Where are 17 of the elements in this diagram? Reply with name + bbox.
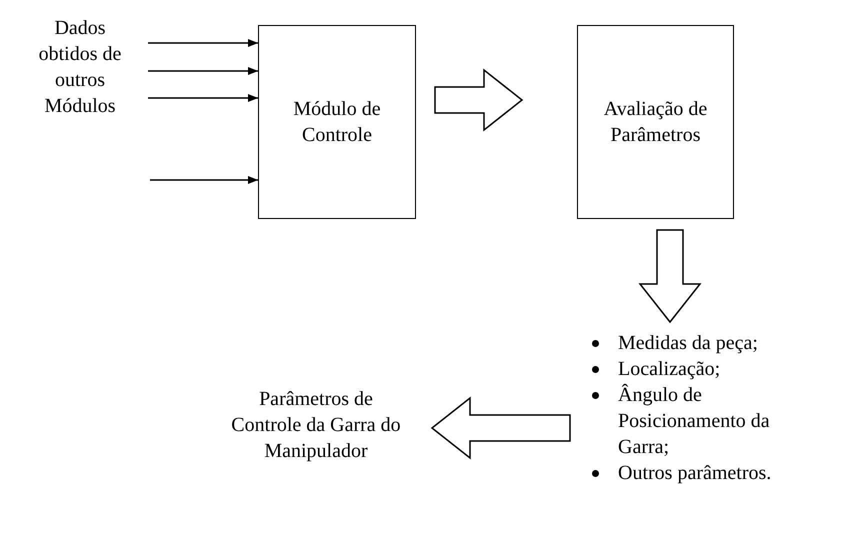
bullet-item: Outros parâmetros. [618, 462, 772, 484]
block-arrow [434, 68, 524, 132]
bullet-item: Ângulo de Posicionamento da Garra; [618, 384, 770, 458]
box-label: Módulo de Controle [292, 97, 382, 148]
process-box [258, 25, 416, 219]
bullet-item: Medidas da peça; [618, 332, 758, 354]
arrow [148, 67, 258, 75]
text-label: Dados obtidos de outros Módulos [38, 16, 122, 119]
arrow [148, 39, 258, 47]
arrow [150, 176, 258, 184]
text-label: Parâmetros de Controle da Garra do Manipulador [230, 387, 402, 464]
block-arrow [430, 396, 571, 460]
bullet-item: Localização; [618, 358, 720, 380]
arrow [148, 94, 258, 102]
box-label: Avaliação de Parâmetros [602, 97, 708, 148]
process-box [577, 25, 734, 219]
block-arrow [638, 229, 702, 324]
